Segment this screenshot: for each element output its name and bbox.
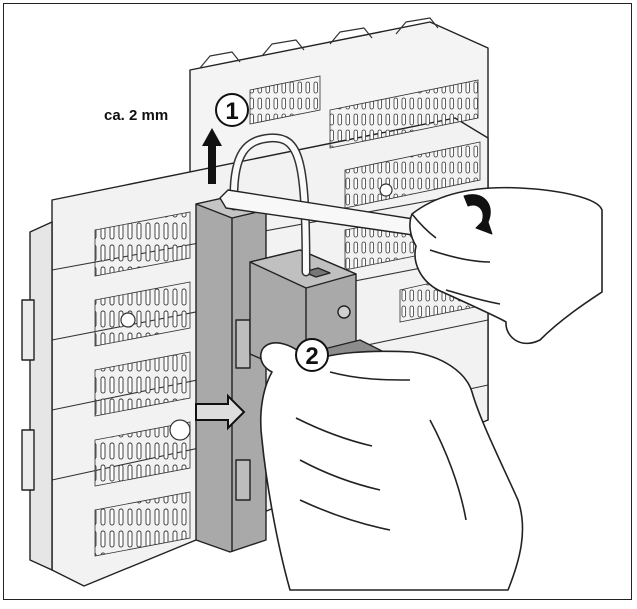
step-1-number: 1 [225,98,238,125]
rotation-arrow-icon [463,194,493,235]
arrow-up-icon [202,128,222,184]
step-1-marker: 1 [215,93,249,127]
circled-number-icon [215,93,249,127]
distance-label: ca. 2 mm [104,107,168,124]
right-hand [409,186,603,345]
rack-holes [120,183,393,441]
rack-slots-left [94,211,191,557]
step-2-number: 2 [305,343,318,370]
left-hand [259,342,524,591]
circled-number-icon [295,338,329,372]
step-2-marker: 2 [295,338,329,372]
arrow-right-icon [195,393,246,431]
